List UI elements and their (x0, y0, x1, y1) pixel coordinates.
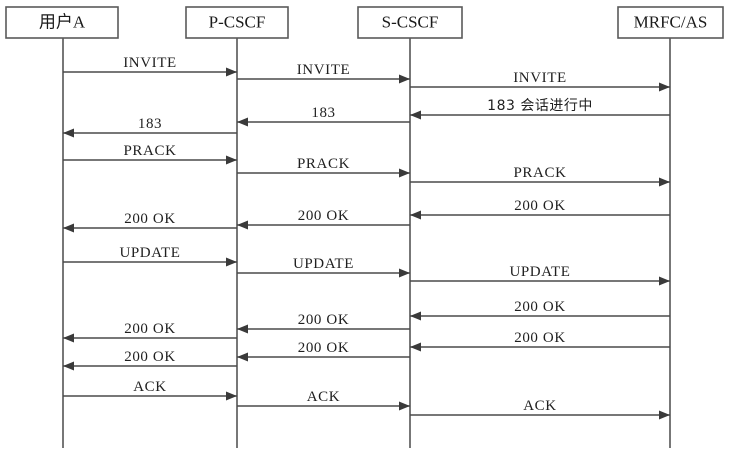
message-label: ACK (307, 389, 340, 405)
arrowhead-left-icon (63, 361, 74, 371)
message-5-183[interactable]: 183 (237, 105, 410, 127)
message-1-invite[interactable]: INVITE (63, 55, 237, 77)
message-11-200-ok[interactable]: 200 OK (237, 208, 410, 230)
message-label: 200 OK (514, 198, 566, 214)
actor-pcscf[interactable]: P-CSCF (185, 6, 289, 39)
actor-box (185, 6, 289, 39)
arrowhead-right-icon (659, 410, 670, 420)
message-label: ACK (523, 398, 556, 414)
message-20-200-ok[interactable]: 200 OK (237, 340, 410, 362)
message-8-prack[interactable]: PRACK (237, 156, 410, 178)
message-label: 200 OK (514, 330, 566, 346)
arrowhead-right-icon (659, 177, 670, 187)
arrowhead-left-icon (410, 110, 421, 120)
message-18-200-ok[interactable]: 200 OK (63, 321, 237, 343)
actor-box (5, 6, 119, 39)
arrowhead-left-icon (410, 342, 421, 352)
message-9-prack[interactable]: PRACK (410, 165, 670, 187)
message-label: 200 OK (298, 340, 350, 356)
message-16-200-ok[interactable]: 200 OK (410, 299, 670, 321)
actor-box (357, 6, 463, 39)
arrowhead-right-icon (399, 74, 410, 84)
message-14-update[interactable]: UPDATE (237, 256, 410, 278)
message-label: PRACK (123, 143, 176, 159)
actors-layer: 用户A P-CSCF S-CSCF MRFC/AS (5, 6, 724, 39)
message-label: 183 会话进行中 (487, 98, 593, 114)
actor-label: P-CSCF (209, 12, 266, 31)
message-3-invite[interactable]: INVITE (410, 70, 670, 92)
message-13-update[interactable]: UPDATE (63, 245, 237, 267)
message-label: 200 OK (514, 299, 566, 315)
message-label: UPDATE (119, 245, 180, 261)
arrowhead-right-icon (226, 67, 237, 77)
arrowhead-left-icon (410, 210, 421, 220)
arrowhead-left-icon (237, 220, 248, 230)
message-label: 200 OK (124, 349, 176, 365)
message-17-200-ok[interactable]: 200 OK (237, 312, 410, 334)
actor-ua[interactable]: 用户A (5, 6, 119, 39)
message-label: INVITE (513, 70, 567, 86)
actor-label: S-CSCF (382, 12, 439, 31)
actor-mrfcas[interactable]: MRFC/AS (617, 6, 724, 39)
message-23-ack[interactable]: ACK (237, 389, 410, 411)
message-22-ack[interactable]: ACK (63, 379, 237, 401)
message-4-183[interactable]: 183 会话进行中 (410, 98, 670, 120)
message-label: PRACK (297, 156, 350, 172)
message-label: INVITE (297, 62, 351, 78)
message-label: 200 OK (298, 312, 350, 328)
message-12-200-ok[interactable]: 200 OK (63, 211, 237, 233)
message-label: INVITE (123, 55, 177, 71)
message-label: 183 (311, 105, 335, 121)
message-21-200-ok[interactable]: 200 OK (63, 349, 237, 371)
message-10-200-ok[interactable]: 200 OK (410, 198, 670, 220)
lifelines-layer (62, 38, 671, 448)
arrowhead-left-icon (237, 117, 248, 127)
message-24-ack[interactable]: ACK (410, 398, 670, 420)
message-label: UPDATE (509, 264, 570, 280)
message-7-prack[interactable]: PRACK (63, 143, 237, 165)
arrowhead-right-icon (226, 391, 237, 401)
message-label: PRACK (513, 165, 566, 181)
actor-scscf[interactable]: S-CSCF (357, 6, 463, 39)
arrowhead-left-icon (63, 223, 74, 233)
arrowhead-left-icon (63, 128, 74, 138)
message-label: ACK (133, 379, 166, 395)
message-6-183[interactable]: 183 (63, 116, 237, 138)
message-label: 183 (138, 116, 162, 132)
message-2-invite[interactable]: INVITE (237, 62, 410, 84)
arrowhead-left-icon (237, 352, 248, 362)
arrowhead-left-icon (237, 324, 248, 334)
arrowhead-right-icon (399, 401, 410, 411)
actor-box (617, 6, 724, 39)
actor-label: MRFC/AS (634, 12, 708, 31)
arrowhead-right-icon (659, 276, 670, 286)
arrowhead-left-icon (410, 311, 421, 321)
arrowhead-right-icon (399, 268, 410, 278)
arrowhead-right-icon (399, 168, 410, 178)
arrowhead-right-icon (226, 155, 237, 165)
message-label: 200 OK (298, 208, 350, 224)
actor-label: 用户A (39, 12, 86, 31)
arrowhead-right-icon (226, 257, 237, 267)
arrowhead-right-icon (659, 82, 670, 92)
message-label: 200 OK (124, 211, 176, 227)
message-label: UPDATE (293, 256, 354, 272)
arrowhead-left-icon (63, 333, 74, 343)
message-15-update[interactable]: UPDATE (410, 264, 670, 286)
message-19-200-ok[interactable]: 200 OK (410, 330, 670, 352)
message-label: 200 OK (124, 321, 176, 337)
